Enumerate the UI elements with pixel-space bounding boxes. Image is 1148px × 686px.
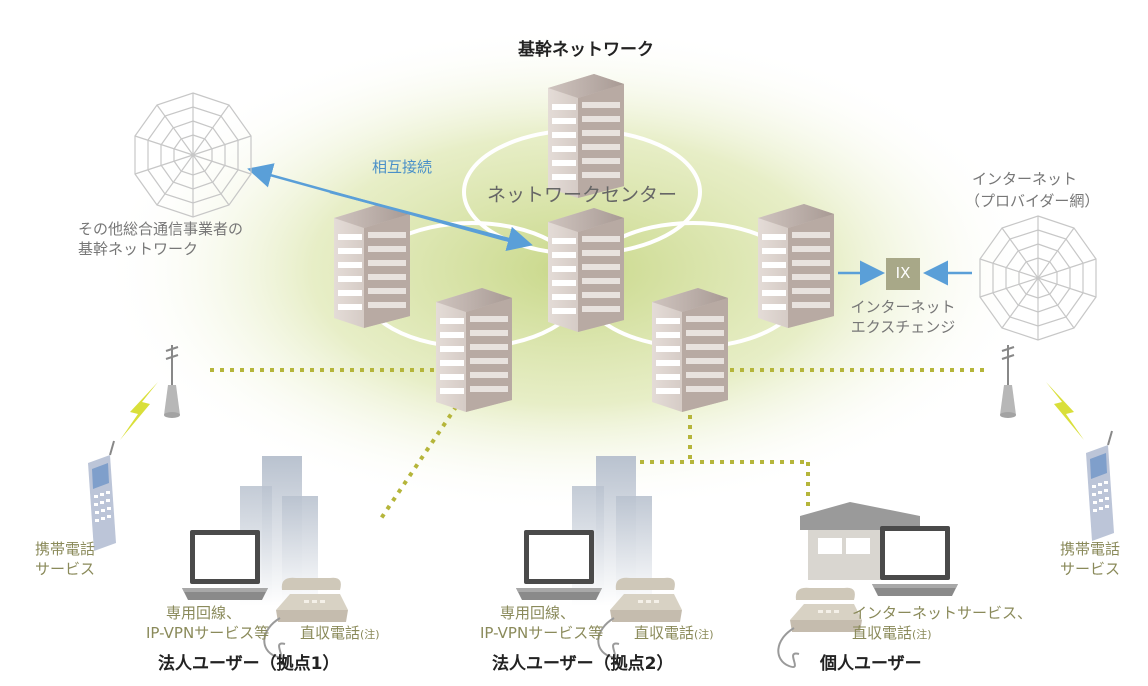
mobile-left-label-line1: 携帯電話	[35, 540, 96, 558]
building-southeast	[652, 288, 728, 412]
other-carrier-label-line1: その他総合通信事業者の	[78, 220, 244, 238]
corp1-service-line2: IP-VPNサービス等	[146, 624, 270, 642]
corp2-user-label: 法人ユーザー（拠点2）	[492, 654, 674, 674]
corp2-phone-label: 直収電話(注)	[634, 624, 714, 642]
corp1-laptop-icon	[182, 530, 268, 600]
right-mobile-phone-icon	[1085, 430, 1115, 542]
building-southwest	[436, 288, 512, 412]
right-signal-icon	[1046, 382, 1084, 440]
left-signal-icon	[120, 382, 158, 440]
mobile-right-label-line1: 携帯電話	[1060, 540, 1121, 558]
mobile-left-label-line2: サービス	[35, 560, 96, 578]
personal-service-label: インターネットサービス、	[852, 604, 1033, 622]
corp1-service-line1: 専用回線、	[166, 604, 242, 622]
building-center	[548, 208, 624, 332]
ix-box-label: IX	[895, 264, 911, 282]
internet-label-line2: （プロバイダー網）	[965, 192, 1100, 210]
ix-box	[886, 258, 920, 290]
mobile-right-label-line2: サービス	[1060, 560, 1121, 578]
corp1-user-label: 法人ユーザー（拠点1）	[158, 654, 340, 674]
building-west	[334, 204, 410, 328]
building-core	[548, 74, 624, 198]
ix-label-line1: インターネット	[850, 298, 956, 316]
personal-laptop-icon	[872, 526, 958, 596]
personal-phone-label: 直収電話(注)	[852, 624, 932, 642]
corp2-laptop-icon	[516, 530, 602, 600]
building-east	[758, 204, 834, 328]
internet-label-line1: インターネット	[972, 170, 1078, 188]
corp2-service-line2: IP-VPNサービス等	[480, 624, 604, 642]
interconnect-arrow-b	[329, 190, 533, 252]
personal-user-label: 個人ユーザー	[820, 654, 922, 674]
interconnect-label: 相互接続	[372, 158, 433, 176]
corp2-service-line1: 専用回線、	[500, 604, 576, 622]
access-lines	[210, 368, 990, 522]
left-mobile-phone-icon	[87, 440, 117, 552]
ix-label-line2: エクスチェンジ	[850, 318, 956, 336]
corp1-phone-label: 直収電話(注)	[300, 624, 380, 642]
diagram-title: 基幹ネットワーク	[518, 40, 654, 60]
network-center-label: ネットワークセンター	[486, 184, 678, 206]
other-carrier-label-line2: 基幹ネットワーク	[78, 240, 199, 258]
